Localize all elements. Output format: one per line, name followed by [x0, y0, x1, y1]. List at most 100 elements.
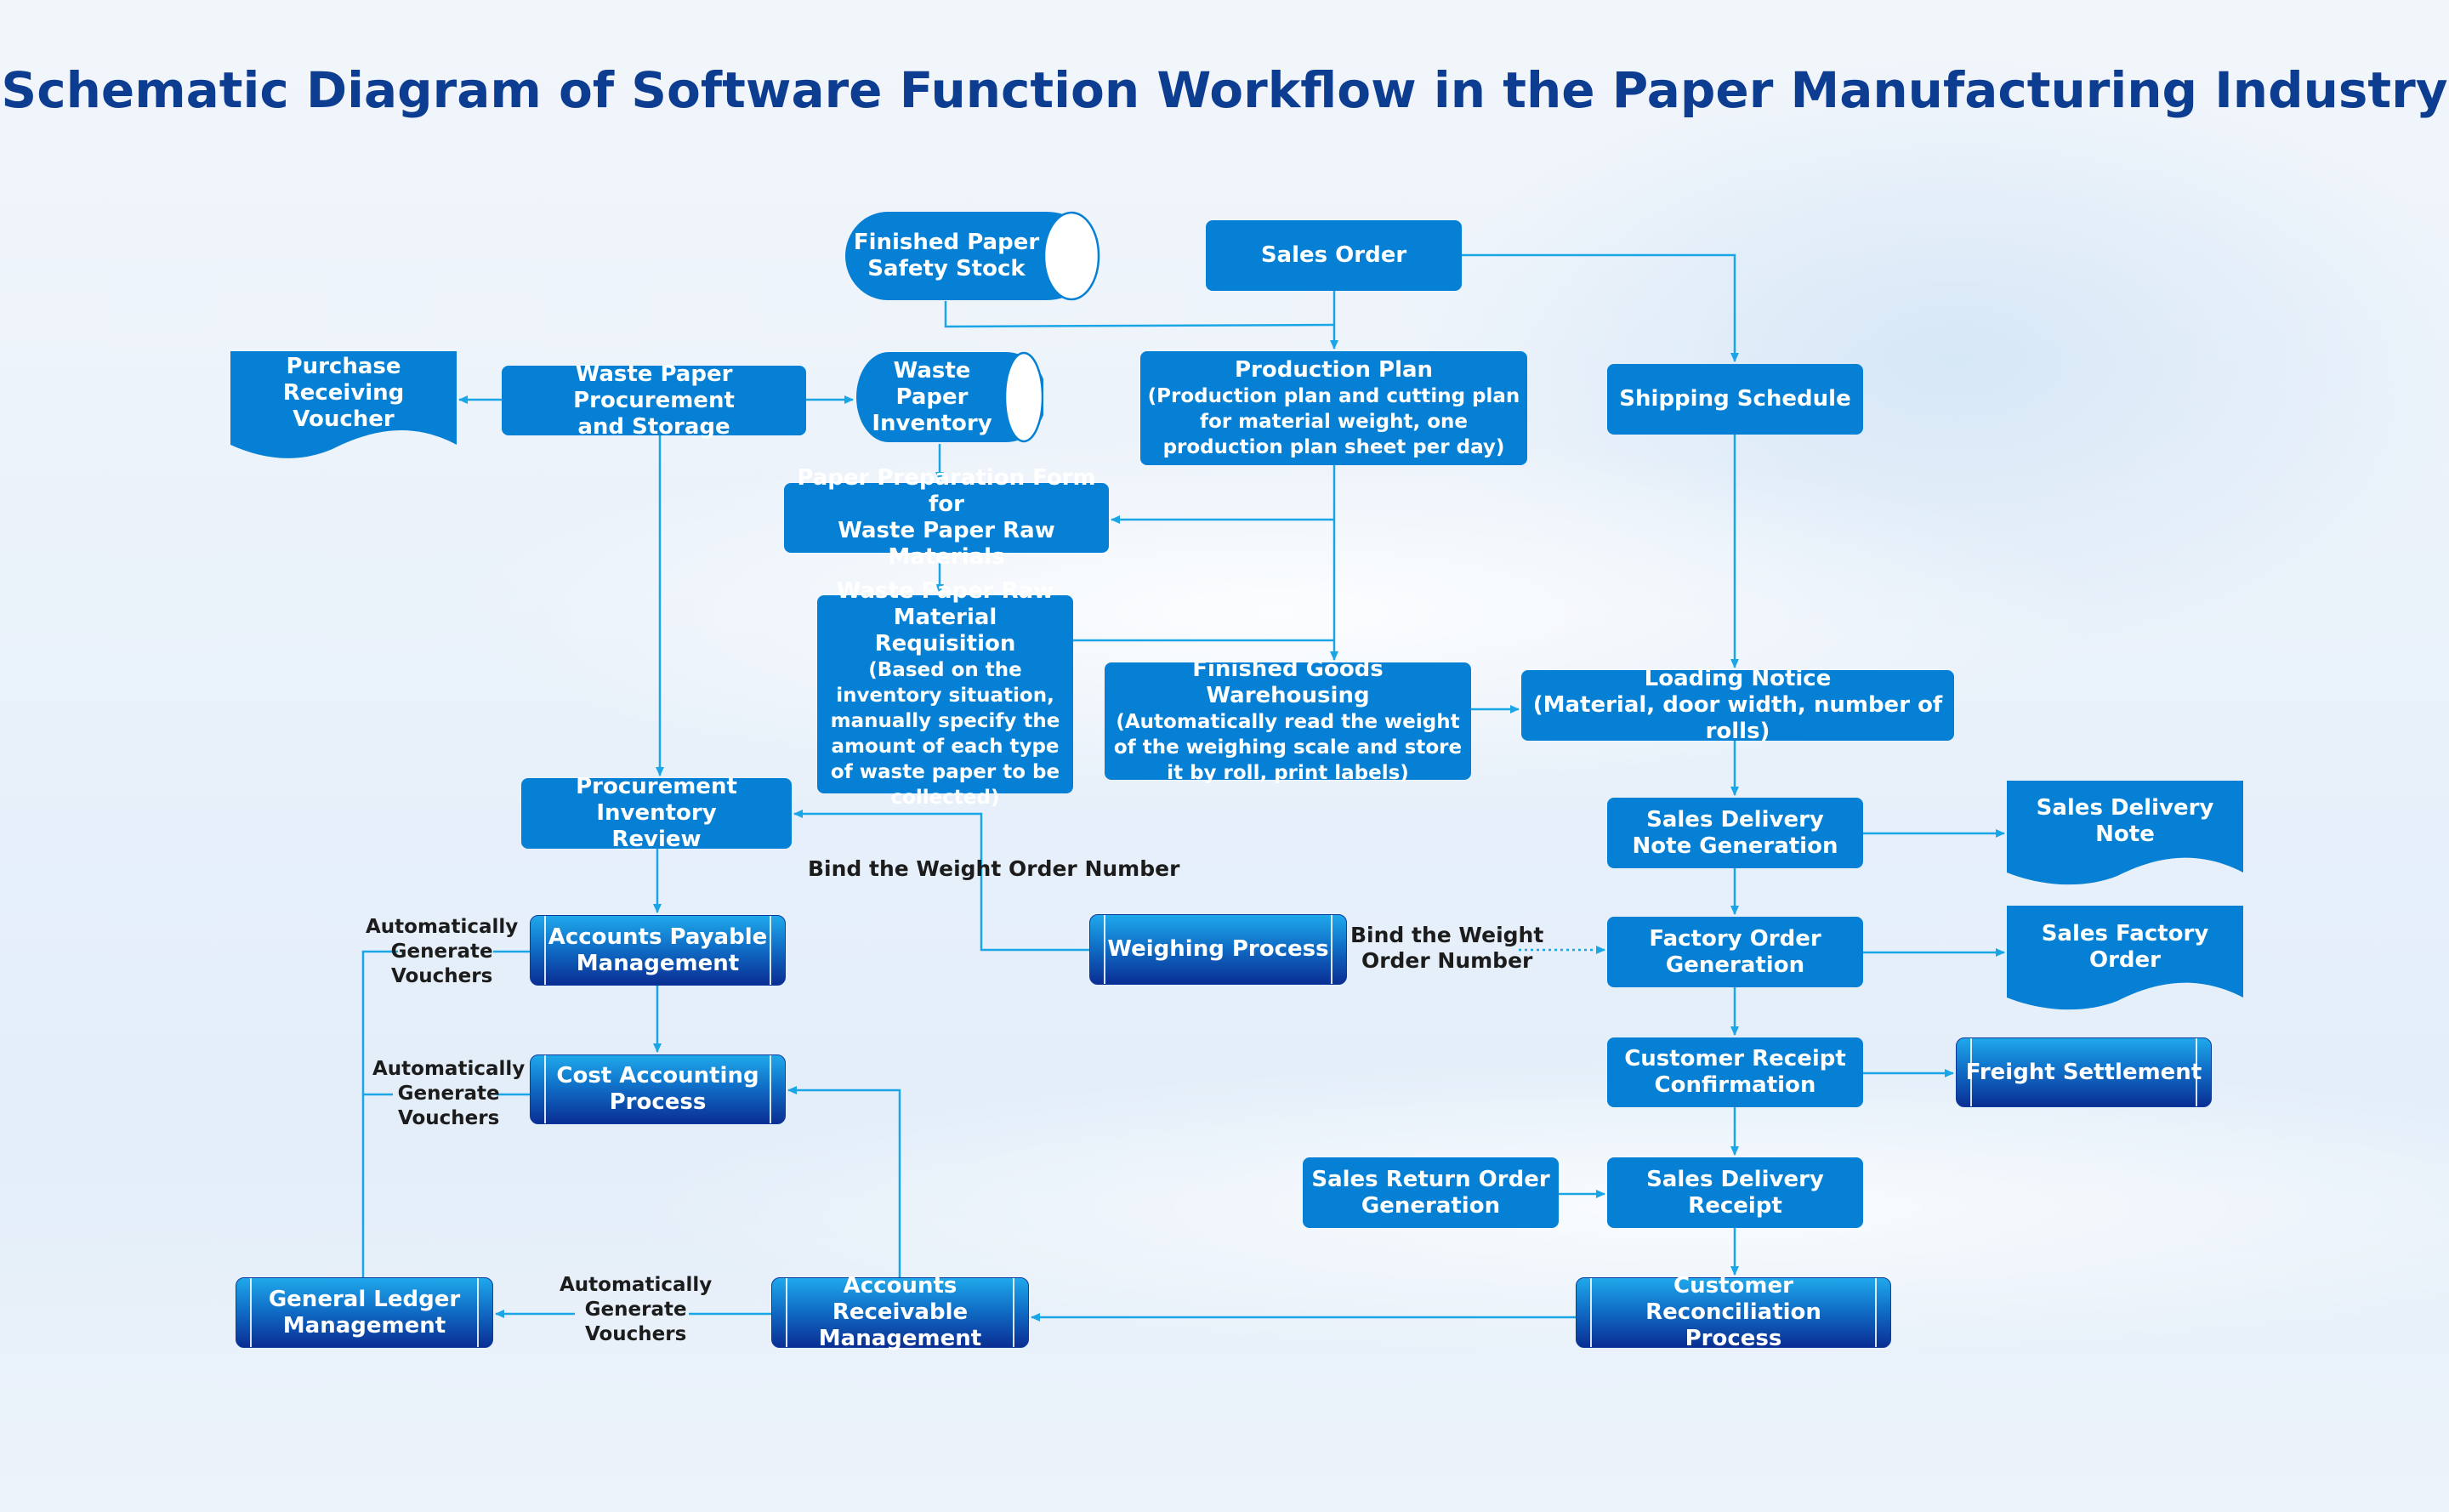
node-detail: (Based on the inventory situation, manua… [830, 659, 1060, 809]
node-label: Customer Reconciliation [1645, 1273, 1821, 1325]
node-label: Sales Order [1260, 242, 1407, 268]
edge-label-auto-vouchers-receivable: Automatically Generate Vouchers [560, 1273, 712, 1347]
node-loading-notice[interactable]: Loading Notice(Material, door width, num… [1521, 666, 1954, 744]
node-title: Loading Notice [1644, 666, 1832, 691]
edge-label-bind-weight-order-dotted: Bind the Weight Order Number [1350, 923, 1543, 974]
node-label: Waste Paper Procurement [573, 361, 735, 413]
node-label: Factory Order [1649, 925, 1821, 952]
edge-label-bind-weight-order: Bind the Weight Order Number [808, 856, 1179, 882]
node-label: Inventory [872, 411, 992, 436]
node-label: Management [282, 1312, 446, 1339]
edge-label-text: Vouchers [390, 965, 493, 987]
edge-label-text: Bind the Weight Order Number [808, 856, 1180, 881]
node-label: Purchase Receiving [282, 354, 405, 406]
node-label: Sales Delivery [1646, 806, 1824, 833]
node-label: Generation [1361, 1192, 1501, 1219]
edge-label-text: Bind the Weight [1350, 923, 1544, 947]
node-label: and Storage [577, 413, 730, 440]
node-finished-goods-warehousing[interactable]: Finished Goods Warehousing(Automatically… [1105, 657, 1471, 784]
edge-label-text: Generate [584, 1299, 687, 1321]
node-label: Sales Return Order [1311, 1166, 1550, 1192]
edge-label-text: Order Number [1361, 948, 1533, 973]
edge-sales-order-to-shipping-schedule [1462, 253, 1739, 362]
node-label: General Ledger [268, 1286, 461, 1312]
edge-production-plan-to-paper-prep [1111, 465, 1336, 524]
edge-label-text: Generate [390, 941, 493, 963]
edge-label-text: Automatically [366, 916, 519, 938]
node-label: Confirmation [1654, 1072, 1816, 1098]
node-label: Sales Factory Order [2041, 920, 2209, 973]
node-label: Process [1685, 1326, 1782, 1351]
edge-safety-stock-to-production-plan [944, 301, 1335, 328]
edge-label-text: Generate [397, 1083, 500, 1105]
document-shape [230, 351, 457, 458]
node-label: Waste Paper [893, 358, 971, 410]
node-waste-paper-requisition[interactable]: Waste Paper Raw Material Requisition(Bas… [817, 578, 1073, 809]
node-label: Management [576, 950, 740, 976]
node-label: Generation [1665, 952, 1805, 978]
node-title: Production Plan [1234, 356, 1434, 383]
node-sales-delivery-receipt[interactable]: Sales Delivery Receipt [1607, 1157, 1863, 1228]
edge-label-auto-vouchers-payable: Automatically Generate Vouchers [366, 915, 518, 989]
edge-label-text: Automatically [372, 1058, 526, 1080]
node-label: Procurement Inventory [576, 774, 737, 826]
edge-label-text: Vouchers [397, 1107, 500, 1129]
edge-payable-voucher-line-left [361, 950, 398, 1277]
node-sales-order[interactable]: Sales Order [1206, 220, 1462, 291]
cylinder-shape [856, 351, 1043, 443]
node-label: Cost Accounting [556, 1063, 759, 1089]
node-label: Accounts Payable [548, 924, 768, 950]
node-label: Sales Delivery Receipt [1646, 1166, 1824, 1219]
node-label: Finished Paper [853, 230, 1040, 255]
node-label: Sales Delivery Note [2036, 795, 2214, 847]
node-label: Safety Stock [867, 256, 1026, 281]
diagram-title: Schematic Diagram of Software Function W… [1, 61, 2448, 119]
node-label: Review [611, 827, 702, 852]
node-detail: (Automatically read the weight of the we… [1113, 711, 1463, 784]
edge-label-text: Automatically [560, 1274, 713, 1296]
document-shape [2007, 906, 2243, 1010]
node-detail: (Material, door width, number of rolls) [1532, 692, 1943, 744]
node-weighing-process[interactable]: Weighing Process [1089, 914, 1347, 985]
node-label: Management [818, 1326, 982, 1351]
node-title: Finished Goods Warehousing [1192, 657, 1384, 708]
node-shipping-schedule[interactable]: Shipping Schedule [1607, 364, 1863, 435]
node-label: Shipping Schedule [1619, 386, 1851, 412]
node-label: Customer Receipt [1624, 1046, 1846, 1071]
node-title: Waste Paper Raw Material Requisition [836, 578, 1054, 657]
node-label: Accounts Receivable [832, 1273, 969, 1325]
edge-receivable-to-cost [787, 1086, 901, 1277]
edge-label-auto-vouchers-cost: Automatically Generate Vouchers [372, 1057, 525, 1131]
edge-label-text: Vouchers [584, 1323, 687, 1345]
node-freight-settlement[interactable]: Freight Settlement [1956, 1037, 2212, 1107]
node-label: Process [609, 1089, 707, 1115]
edge-weighing-to-inventory-review [793, 810, 1089, 952]
node-sales-delivery-note[interactable]: Sales Delivery Note [2007, 781, 2243, 886]
node-label: Freight Settlement [1965, 1059, 2202, 1085]
node-label: Paper Preparation Form for [797, 465, 1096, 517]
node-sales-factory-order[interactable]: Sales Factory Order [2007, 906, 2243, 1012]
cylinder-shape [845, 211, 1100, 301]
node-detail: (Production plan and cutting plan for ma… [1147, 384, 1520, 458]
node-label: Voucher [293, 406, 395, 432]
node-label: Note Generation [1632, 833, 1838, 859]
node-label: Weighing Process [1107, 936, 1329, 962]
node-production-plan[interactable]: Production Plan(Production plan and cutt… [1140, 351, 1527, 465]
node-label: Waste Paper Raw Materials [838, 518, 1055, 570]
